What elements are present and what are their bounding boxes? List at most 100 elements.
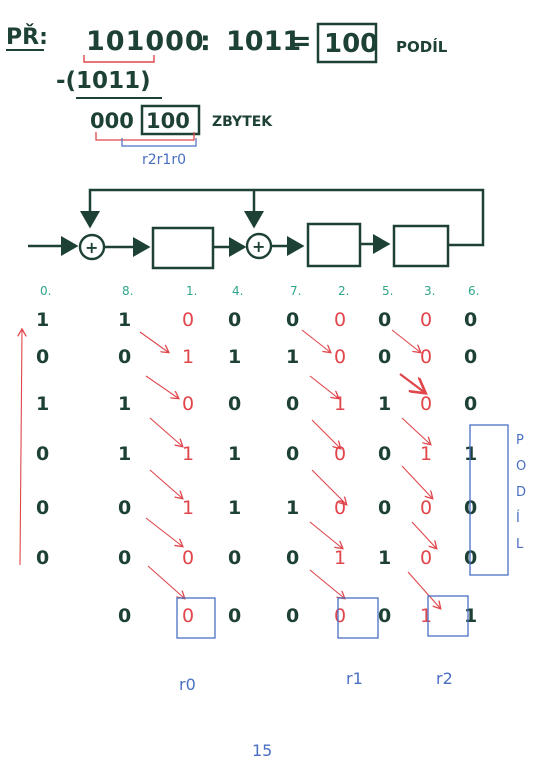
remainder-value: 100 bbox=[146, 109, 190, 133]
bit-cell: 0 bbox=[334, 497, 346, 519]
bit-cell: 1 bbox=[228, 346, 241, 368]
bit-cell: 0 bbox=[378, 443, 391, 465]
bit-cell: 1 bbox=[182, 346, 194, 368]
bit-cell: 0 bbox=[118, 605, 131, 627]
bit-cell: 1 bbox=[464, 605, 477, 627]
bit-cell: 1 bbox=[420, 605, 432, 627]
bit-cell: 0 bbox=[228, 309, 241, 331]
bit-cell: 0 bbox=[334, 309, 346, 331]
lfsr-circuit: + + bbox=[28, 188, 485, 270]
final-register-r1: r1 bbox=[346, 669, 363, 688]
quotient-label: PODÍL bbox=[396, 37, 448, 56]
bit-cell: 0 bbox=[334, 346, 346, 368]
remainder-bracket-red bbox=[95, 132, 195, 141]
register-cell-1 bbox=[151, 226, 215, 270]
divisor: 1011 bbox=[226, 26, 301, 57]
bit-cell: 0 bbox=[182, 605, 194, 627]
remainder-bracket-blue bbox=[121, 138, 197, 147]
column-order-label: 7. bbox=[290, 284, 301, 298]
dividend-bracket bbox=[83, 55, 155, 63]
bit-cell: 1 bbox=[36, 393, 49, 415]
bit-cell: 1 bbox=[420, 443, 432, 465]
svg-text:+: + bbox=[252, 237, 265, 256]
bit-cell: 1 bbox=[228, 497, 241, 519]
bit-cell: 0 bbox=[420, 309, 432, 331]
bit-cell: 0 bbox=[378, 497, 391, 519]
bit-cell: 0 bbox=[420, 346, 432, 368]
bit-cell: 0 bbox=[286, 547, 299, 569]
svg-text:L: L bbox=[516, 537, 524, 552]
bit-cell: 0 bbox=[334, 443, 346, 465]
svg-text:P: P bbox=[516, 433, 524, 448]
bit-cell: 0 bbox=[378, 346, 391, 368]
remainder-box bbox=[140, 104, 201, 136]
bit-cell: 0 bbox=[378, 605, 391, 627]
column-order-label: 5. bbox=[382, 284, 393, 298]
bit-cell: 1 bbox=[378, 547, 391, 569]
bit-cell: 0 bbox=[464, 309, 477, 331]
bit-cell: 0 bbox=[464, 393, 477, 415]
bit-cell: 1 bbox=[118, 393, 131, 415]
column-order-label: 6. bbox=[468, 284, 479, 298]
dividend-dot bbox=[91, 46, 95, 50]
bit-cell: 0 bbox=[36, 497, 49, 519]
svg-text:Í: Í bbox=[516, 510, 520, 526]
column-order-label: 8. bbox=[122, 284, 133, 298]
bit-cell: 1 bbox=[36, 309, 49, 331]
final-register-r2: r2 bbox=[436, 669, 453, 688]
bit-cell: 1 bbox=[228, 443, 241, 465]
bit-cell: 0 bbox=[36, 443, 49, 465]
bit-cell: 1 bbox=[182, 497, 194, 519]
remainder-leading: 000 bbox=[90, 109, 134, 133]
bit-cell: 0 bbox=[182, 309, 194, 331]
bit-cell: 1 bbox=[286, 497, 299, 519]
svg-text:O: O bbox=[516, 459, 526, 474]
bit-cell: 1 bbox=[118, 309, 131, 331]
bit-cell: 1 bbox=[334, 547, 346, 569]
column-order-label: 0. bbox=[40, 284, 51, 298]
bit-cell: 0 bbox=[118, 346, 131, 368]
column-order-label: 3. bbox=[424, 284, 435, 298]
bit-cell: 0 bbox=[286, 393, 299, 415]
final-register-boxes bbox=[176, 424, 509, 639]
page-number: 15 bbox=[252, 741, 272, 760]
column-order-label: 1. bbox=[186, 284, 197, 298]
register-cell-3 bbox=[392, 224, 450, 268]
bit-cell: 0 bbox=[464, 346, 477, 368]
bit-cell: 0 bbox=[118, 497, 131, 519]
register-cell-2 bbox=[306, 222, 362, 268]
bit-cell: 0 bbox=[228, 393, 241, 415]
svg-text:+: + bbox=[85, 238, 98, 257]
bit-cell: 0 bbox=[286, 443, 299, 465]
bit-cell: 1 bbox=[182, 443, 194, 465]
bit-cell: 0 bbox=[182, 547, 194, 569]
bit-cell: 0 bbox=[228, 547, 241, 569]
bit-cell: 0 bbox=[286, 309, 299, 331]
subtraction-line: -(1011) bbox=[56, 68, 151, 94]
equals-sign: = bbox=[289, 26, 312, 57]
column-order-label: 4. bbox=[232, 284, 243, 298]
side-label-podil: P O D Í L bbox=[516, 433, 526, 552]
bit-cell: 0 bbox=[420, 547, 432, 569]
shift-arrows bbox=[20, 330, 440, 608]
bit-cell: 0 bbox=[36, 547, 49, 569]
bit-cell: 0 bbox=[36, 346, 49, 368]
dividend: 101000 bbox=[86, 26, 205, 57]
divisor-dot bbox=[230, 46, 234, 50]
bit-cell: 1 bbox=[378, 393, 391, 415]
column-order-labels: 0.8.1.4.7.2.5.3.6. bbox=[40, 284, 479, 298]
bit-cell: 0 bbox=[378, 309, 391, 331]
bit-cell: 0 bbox=[334, 605, 346, 627]
final-register-r0: r0 bbox=[179, 675, 196, 694]
svg-text:D: D bbox=[516, 485, 526, 500]
register-names: r2r1r0 bbox=[142, 152, 186, 168]
quotient-box bbox=[316, 22, 378, 64]
bit-cell: 0 bbox=[118, 547, 131, 569]
bit-cell: 0 bbox=[420, 393, 432, 415]
bit-cell: 0 bbox=[228, 605, 241, 627]
example-label: PŘ: bbox=[6, 24, 48, 50]
bit-cell: 0 bbox=[182, 393, 194, 415]
quotient: 100 bbox=[324, 29, 378, 59]
